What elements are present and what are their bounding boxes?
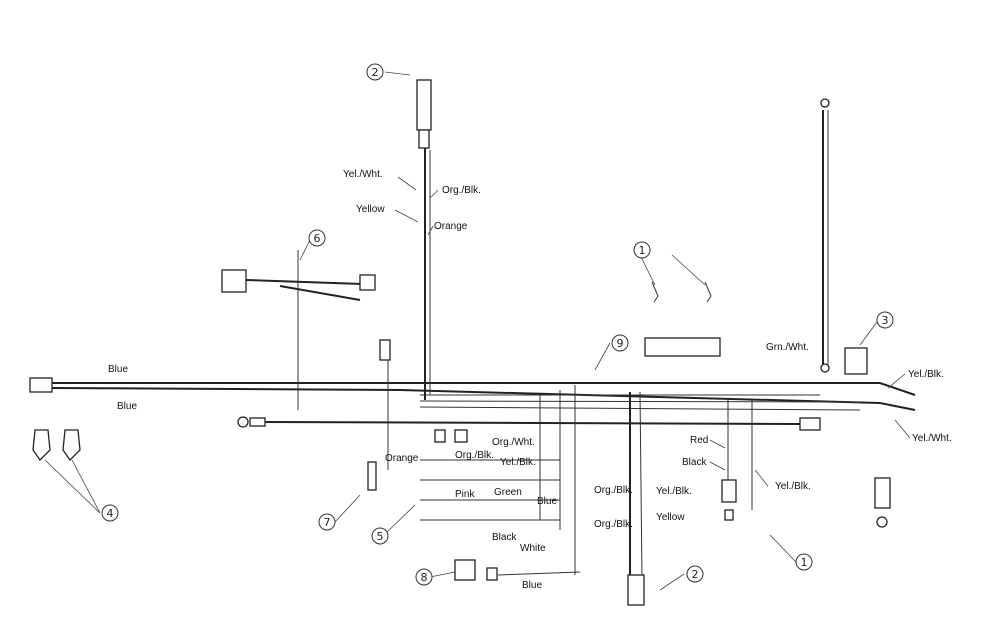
callout-8: 8 (415, 568, 433, 586)
label-grn-wht: Grn./Wht. (766, 342, 809, 353)
label-org-blk-lower: Org./Blk. (594, 485, 633, 496)
label-yellow-lower: Yellow (656, 512, 685, 523)
ignition-part (844, 347, 868, 375)
label-blue-mid: Blue (537, 496, 557, 507)
label-yel-wht-top: Yel./Wht. (343, 169, 383, 180)
svg-text:2: 2 (372, 66, 379, 79)
callout-2-top: 2 (366, 63, 384, 81)
label-orange-mid: Orange (385, 453, 419, 464)
label-yel-blk-right: Yel./Blk. (908, 369, 944, 380)
svg-text:4: 4 (107, 507, 114, 520)
svg-text:7: 7 (324, 516, 331, 529)
label-blue-left-lower: Blue (117, 401, 137, 412)
callout-7: 7 (318, 513, 336, 531)
svg-text:6: 6 (314, 232, 321, 245)
mounting-bracket (644, 337, 721, 357)
label-pink: Pink (455, 489, 475, 500)
label-org-blk-lower2: Org./Blk. (594, 519, 633, 530)
callout-1-bottom: 1 (795, 553, 813, 571)
callouts: 2 6 1 3 9 4 7 5 8 2 1 (101, 63, 894, 586)
top-connector (416, 79, 432, 131)
label-yel-wht-right: Yel./Wht. (912, 433, 952, 444)
label-green: Green (494, 487, 522, 498)
label-blue-bottom: Blue (522, 580, 542, 591)
svg-text:9: 9 (617, 337, 624, 350)
callout-6: 6 (308, 229, 326, 247)
label-black: Black (682, 457, 707, 468)
label-yel-blk-small: Yel./Blk. (500, 457, 536, 468)
label-org-blk-mid: Org./Blk. (455, 450, 494, 461)
callout-4: 4 (101, 504, 119, 522)
label-org-wht: Org./Wht. (492, 437, 535, 448)
label-white: White (520, 543, 546, 554)
label-yellow-top: Yellow (356, 204, 385, 215)
svg-text:3: 3 (882, 314, 889, 327)
label-ticks (394, 176, 911, 487)
label-black-bottom: Black (492, 532, 517, 543)
callout-2-bottom: 2 (686, 565, 704, 583)
label-yel-blk-lower: Yel./Blk. (656, 486, 692, 497)
left-switch (221, 269, 247, 293)
svg-text:8: 8 (421, 571, 428, 584)
callout-1-top: 1 (633, 241, 651, 259)
label-org-blk-top: Org./Blk. (442, 185, 481, 196)
callout-5: 5 (371, 527, 389, 545)
label-yel-blk-mid: Yel./Blk. (775, 481, 811, 492)
connectors (29, 79, 891, 606)
main-harness (51, 110, 916, 581)
label-orange-top: Orange (434, 221, 468, 232)
svg-text:5: 5 (377, 530, 384, 543)
svg-text:1: 1 (639, 244, 646, 257)
label-blue-left-upper: Blue (108, 364, 128, 375)
leader-lines (44, 71, 878, 591)
svg-text:2: 2 (692, 568, 699, 581)
wire-labels: Yel./Wht. Org./Blk. Yellow Orange Grn./W… (108, 169, 952, 591)
callout-3: 3 (876, 311, 894, 329)
left-connector (29, 377, 53, 393)
bottom-module (454, 559, 476, 581)
svg-text:1: 1 (801, 556, 808, 569)
callout-9: 9 (611, 334, 629, 352)
label-red: Red (690, 435, 708, 446)
